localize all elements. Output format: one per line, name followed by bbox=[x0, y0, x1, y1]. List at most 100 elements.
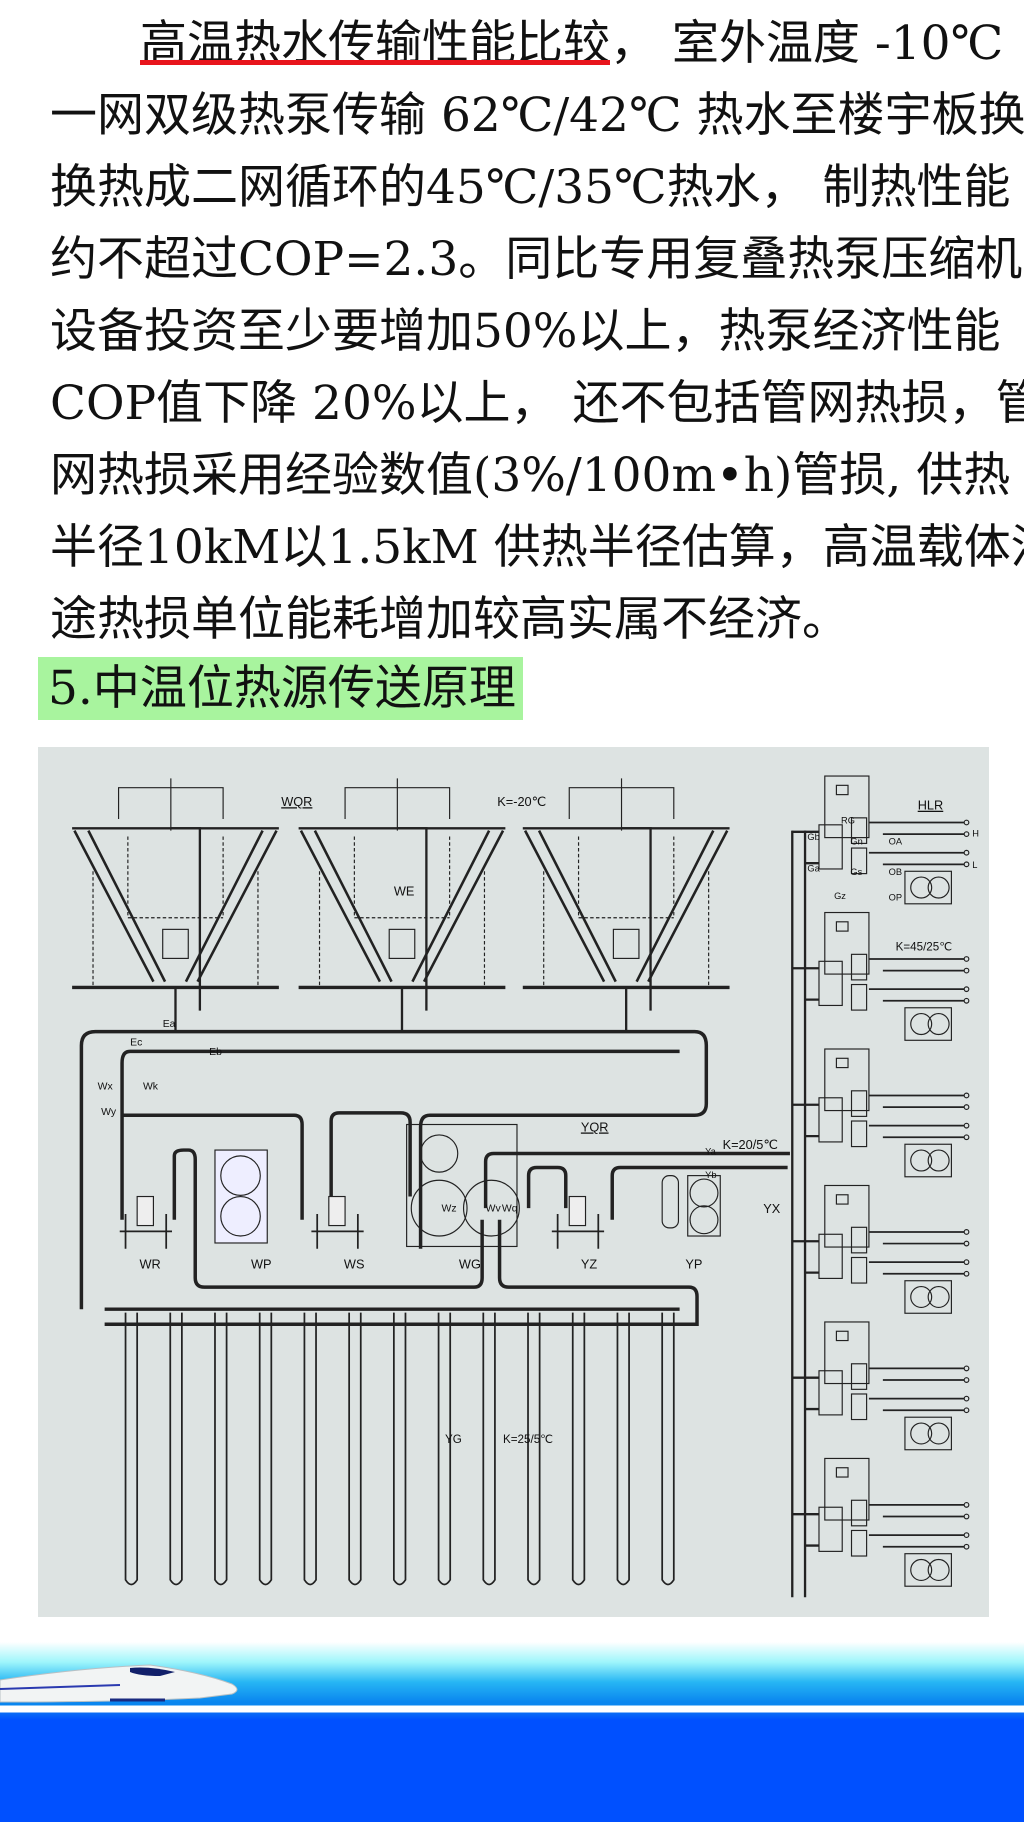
riser-left bbox=[791, 830, 807, 1598]
outlet-node bbox=[963, 1532, 970, 1539]
text-line: 途热损单位能耗增加较高实属不经济。 bbox=[50, 592, 849, 647]
label-wr: WR bbox=[139, 1257, 160, 1272]
tank-circle bbox=[910, 1285, 933, 1309]
label-rg: RG bbox=[841, 816, 855, 826]
pipe-yz bbox=[526, 1165, 568, 1209]
outlet-node bbox=[963, 1104, 970, 1110]
tank-circle bbox=[910, 1012, 933, 1036]
train-illustration bbox=[0, 1664, 238, 1703]
label-yz: YZ bbox=[581, 1257, 598, 1272]
tank-circle bbox=[910, 1149, 933, 1172]
outlet-node bbox=[963, 1259, 970, 1266]
diagram-svg: WQR K=-20℃ WE Ea Ec Eb Wx Wk Wy WR WP WS… bbox=[72, 775, 979, 1598]
plate-exchanger bbox=[818, 824, 843, 870]
pipe-wg-loop bbox=[104, 1219, 699, 1327]
plate-exchanger bbox=[850, 1363, 868, 1390]
outlet-node bbox=[963, 1513, 970, 1520]
u-tube bbox=[258, 1312, 273, 1586]
outlet-node bbox=[963, 956, 970, 962]
chiller-shell bbox=[410, 1179, 468, 1237]
air-cooler-unit bbox=[72, 778, 279, 1032]
body-paragraph: 高温热水传输性能比较， 室外温度 -10℃ 一网双级热泵传输 62℃/42℃ 热… bbox=[50, 8, 1024, 656]
text-line: 一网双级热泵传输 62℃/42℃ 热水至楼宇板换 bbox=[50, 88, 1024, 143]
branch-pipe bbox=[792, 1240, 819, 1274]
label-wz: Wz bbox=[441, 1204, 456, 1215]
outlet-pipes bbox=[868, 821, 965, 866]
unit-frame bbox=[543, 836, 710, 988]
building-unit bbox=[792, 1048, 970, 1178]
coil-v bbox=[73, 830, 278, 983]
pipe-supply-loop bbox=[79, 1029, 709, 1310]
air-cooler-units bbox=[72, 778, 730, 1032]
outlet-node bbox=[963, 831, 970, 838]
label-k-top: K=-20℃ bbox=[497, 794, 546, 809]
building-unit bbox=[792, 1321, 970, 1451]
label-eb: Eb bbox=[209, 1047, 222, 1058]
u-tube bbox=[348, 1312, 362, 1586]
label-yx: YX bbox=[763, 1201, 781, 1216]
coil-v bbox=[523, 830, 729, 983]
text-fragment: ， 室外温度 -10℃ bbox=[610, 16, 1004, 71]
outlet-node bbox=[963, 1229, 970, 1235]
branch-pipe bbox=[792, 830, 819, 865]
label-wq: Wq bbox=[502, 1204, 518, 1215]
buffer-tank-op bbox=[904, 1143, 952, 1178]
outlet-node bbox=[963, 1134, 970, 1141]
label-wv: Wv bbox=[486, 1204, 502, 1215]
tank-yp-circle bbox=[689, 1178, 719, 1208]
ground-loop-wells bbox=[124, 1312, 675, 1586]
outlet-node bbox=[963, 1395, 970, 1402]
branch-pipe bbox=[792, 1513, 819, 1547]
label-wqr: WQR bbox=[281, 794, 312, 809]
outlet-node bbox=[963, 1502, 970, 1508]
plate-exchanger bbox=[850, 1256, 868, 1284]
coil-v bbox=[299, 830, 505, 983]
unit-bracket bbox=[344, 778, 451, 831]
label-ea: Ea bbox=[163, 1019, 176, 1030]
unit-frame bbox=[318, 836, 486, 988]
text-line: 高温热水传输性能比较， 室外温度 -10℃ bbox=[50, 8, 1003, 80]
label-we: WE bbox=[394, 884, 415, 899]
plate-exchanger bbox=[850, 1529, 868, 1557]
u-tube bbox=[482, 1312, 496, 1586]
outlet-node bbox=[963, 819, 970, 826]
outlet-node bbox=[963, 849, 970, 856]
building-unit bbox=[792, 775, 970, 905]
u-tube bbox=[437, 1312, 452, 1586]
buffer-tank-op bbox=[904, 1553, 952, 1587]
tank-circle bbox=[927, 1285, 950, 1309]
tank-wp-circle bbox=[220, 1155, 261, 1196]
pump-piping bbox=[551, 1213, 605, 1249]
pump-piping bbox=[311, 1213, 364, 1249]
outlet-node bbox=[963, 1377, 970, 1383]
u-tube bbox=[661, 1312, 675, 1586]
label-ya: Ya bbox=[705, 1147, 717, 1157]
tank-circle bbox=[910, 1422, 933, 1445]
branch-pipe bbox=[792, 1103, 819, 1138]
plate-exchanger bbox=[850, 1393, 868, 1421]
outlet-pipes bbox=[868, 1094, 965, 1139]
buffer-tank-op bbox=[904, 870, 952, 905]
label-gn: Gn bbox=[850, 837, 862, 847]
label-k-bottom: K=25/5℃ bbox=[503, 1433, 553, 1446]
footer-banner bbox=[0, 1630, 1024, 1822]
plate-exchanger bbox=[850, 1226, 868, 1254]
fan-box bbox=[162, 928, 189, 959]
label-hlr: HLR bbox=[918, 798, 944, 813]
branch-pipe bbox=[792, 967, 819, 1001]
control-panel bbox=[835, 784, 849, 796]
compressor bbox=[419, 1134, 459, 1173]
pump-piping bbox=[119, 1213, 173, 1249]
label-h: H bbox=[972, 828, 979, 838]
tank-yp bbox=[687, 1175, 721, 1237]
branch-pipe bbox=[792, 1376, 819, 1411]
label-k-right: K=45/25℃ bbox=[896, 940, 953, 953]
outlet-node bbox=[963, 1092, 970, 1099]
control-panel bbox=[835, 1057, 849, 1069]
air-cooler-unit bbox=[298, 778, 506, 1032]
u-tube bbox=[169, 1312, 183, 1586]
plate-exchanger bbox=[850, 1120, 868, 1148]
label-gs: Gs bbox=[850, 867, 862, 877]
system-diagram: WQR K=-20℃ WE Ea Ec Eb Wx Wk Wy WR WP WS… bbox=[38, 747, 989, 1617]
outlet-node bbox=[963, 1407, 970, 1414]
